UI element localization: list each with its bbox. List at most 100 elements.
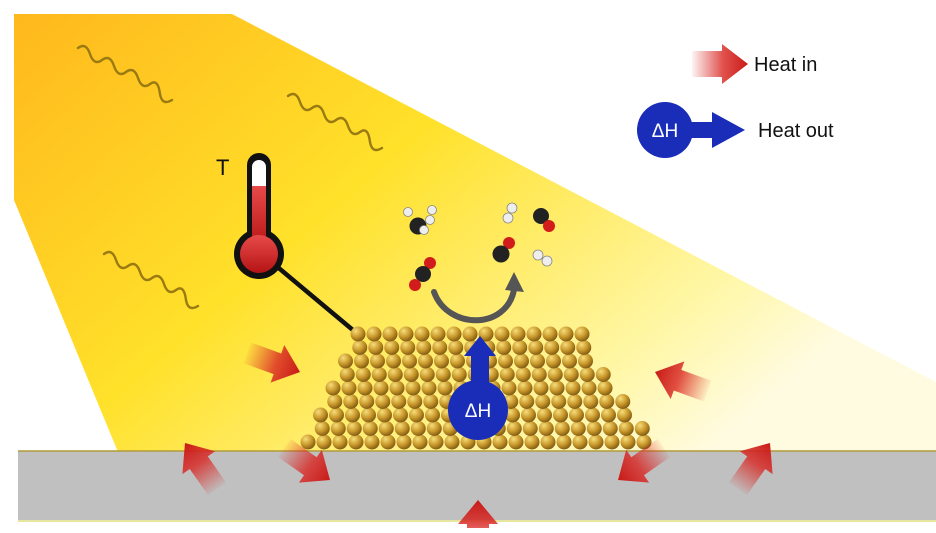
legend: Heat in ΔH Heat out <box>637 44 834 158</box>
gold-atom <box>313 407 328 423</box>
gold-atom <box>537 407 552 423</box>
gold-atom <box>380 434 396 450</box>
gold-atom <box>510 326 526 342</box>
gold-atom <box>549 380 565 396</box>
heat-in-arrow-icon <box>728 443 773 496</box>
gold-atom <box>425 407 440 423</box>
gold-atom <box>519 394 535 409</box>
gold-atom <box>540 434 556 450</box>
gold-atom <box>579 367 595 382</box>
gold-atom <box>346 421 362 436</box>
gold-nanoparticle <box>300 326 652 450</box>
gold-atom <box>563 367 579 382</box>
gold-atom <box>533 380 549 396</box>
gold-atom <box>341 380 357 396</box>
particle-delta-h: ΔH <box>465 401 491 422</box>
gold-atom <box>432 340 448 355</box>
gold-atom <box>522 421 538 436</box>
gold-atom <box>396 434 412 450</box>
gold-atom <box>434 353 449 369</box>
gold-atom <box>528 340 544 355</box>
molecule-icon <box>533 208 555 232</box>
gold-atom <box>572 434 588 450</box>
gold-atom <box>597 380 613 396</box>
gold-atom <box>391 394 407 409</box>
gold-atom <box>634 421 650 436</box>
thermometer-icon <box>234 153 284 279</box>
gold-atom <box>384 340 400 355</box>
legend-heat-in: Heat in <box>692 44 817 84</box>
gold-atom <box>604 434 620 450</box>
gold-atom <box>400 340 416 355</box>
gold-atom <box>366 326 382 342</box>
gold-atom <box>558 326 574 342</box>
gold-atom <box>551 394 567 409</box>
gold-atom <box>371 367 387 382</box>
gold-atom <box>620 434 636 450</box>
light-wave-icon <box>76 44 174 104</box>
gold-atom <box>581 380 597 396</box>
molecule-icon <box>492 237 515 263</box>
gold-atom <box>617 407 632 423</box>
gold-atom <box>403 367 419 382</box>
legend-heat-out-label: Heat out <box>758 120 834 142</box>
gold-atom <box>345 407 360 423</box>
gold-atom <box>535 394 551 409</box>
gold-atom <box>450 353 465 369</box>
gold-atom <box>350 326 366 342</box>
gold-atom <box>314 421 330 436</box>
gold-atom <box>364 434 380 450</box>
gold-atom <box>515 367 531 382</box>
legend-heat-out: ΔH Heat out <box>637 102 834 158</box>
gold-atom <box>343 394 359 409</box>
thermometer-label: T <box>216 155 229 180</box>
gold-atom <box>426 421 442 436</box>
gold-atom <box>352 340 368 355</box>
light-wave-icon <box>286 92 384 152</box>
gold-atom <box>407 394 423 409</box>
gold-atom <box>498 353 513 369</box>
gold-atom <box>373 380 389 396</box>
gold-atom <box>595 367 611 382</box>
gold-atom <box>556 434 572 450</box>
gold-atom <box>398 326 414 342</box>
gold-atom <box>448 340 464 355</box>
gold-atom <box>451 367 467 382</box>
gold-atom <box>423 394 439 409</box>
gold-atom <box>562 353 577 369</box>
gold-atom <box>382 326 398 342</box>
gold-atom <box>538 421 554 436</box>
gold-atom <box>583 394 599 409</box>
gold-atom <box>547 367 563 382</box>
gold-atom <box>348 434 364 450</box>
gold-atom <box>428 434 444 450</box>
gold-atom <box>437 380 453 396</box>
gold-atom <box>585 407 600 423</box>
gold-atom <box>338 353 353 369</box>
gold-atom <box>546 353 561 369</box>
gold-atom <box>553 407 568 423</box>
gold-atom <box>602 421 618 436</box>
gold-atom <box>492 434 508 450</box>
gold-atom <box>526 326 542 342</box>
gold-atom <box>514 353 529 369</box>
molecule-icon <box>532 249 553 267</box>
gold-atom <box>615 394 631 409</box>
reaction-arrow-icon <box>431 272 524 324</box>
gold-atom <box>377 407 392 423</box>
gold-atom <box>578 353 593 369</box>
gold-atom <box>524 434 540 450</box>
heat-in-arrow-icon <box>277 438 330 483</box>
heat-out-icon: ΔH <box>448 336 508 440</box>
heat-in-arrow-icon <box>692 44 748 84</box>
gold-atom <box>410 421 426 436</box>
gold-atom <box>478 326 494 342</box>
gold-atom <box>506 421 522 436</box>
legend-heat-in-label: Heat in <box>754 54 817 76</box>
gold-atom <box>435 367 451 382</box>
gold-atom <box>387 367 403 382</box>
gold-atom <box>370 353 385 369</box>
gold-atom <box>517 380 533 396</box>
